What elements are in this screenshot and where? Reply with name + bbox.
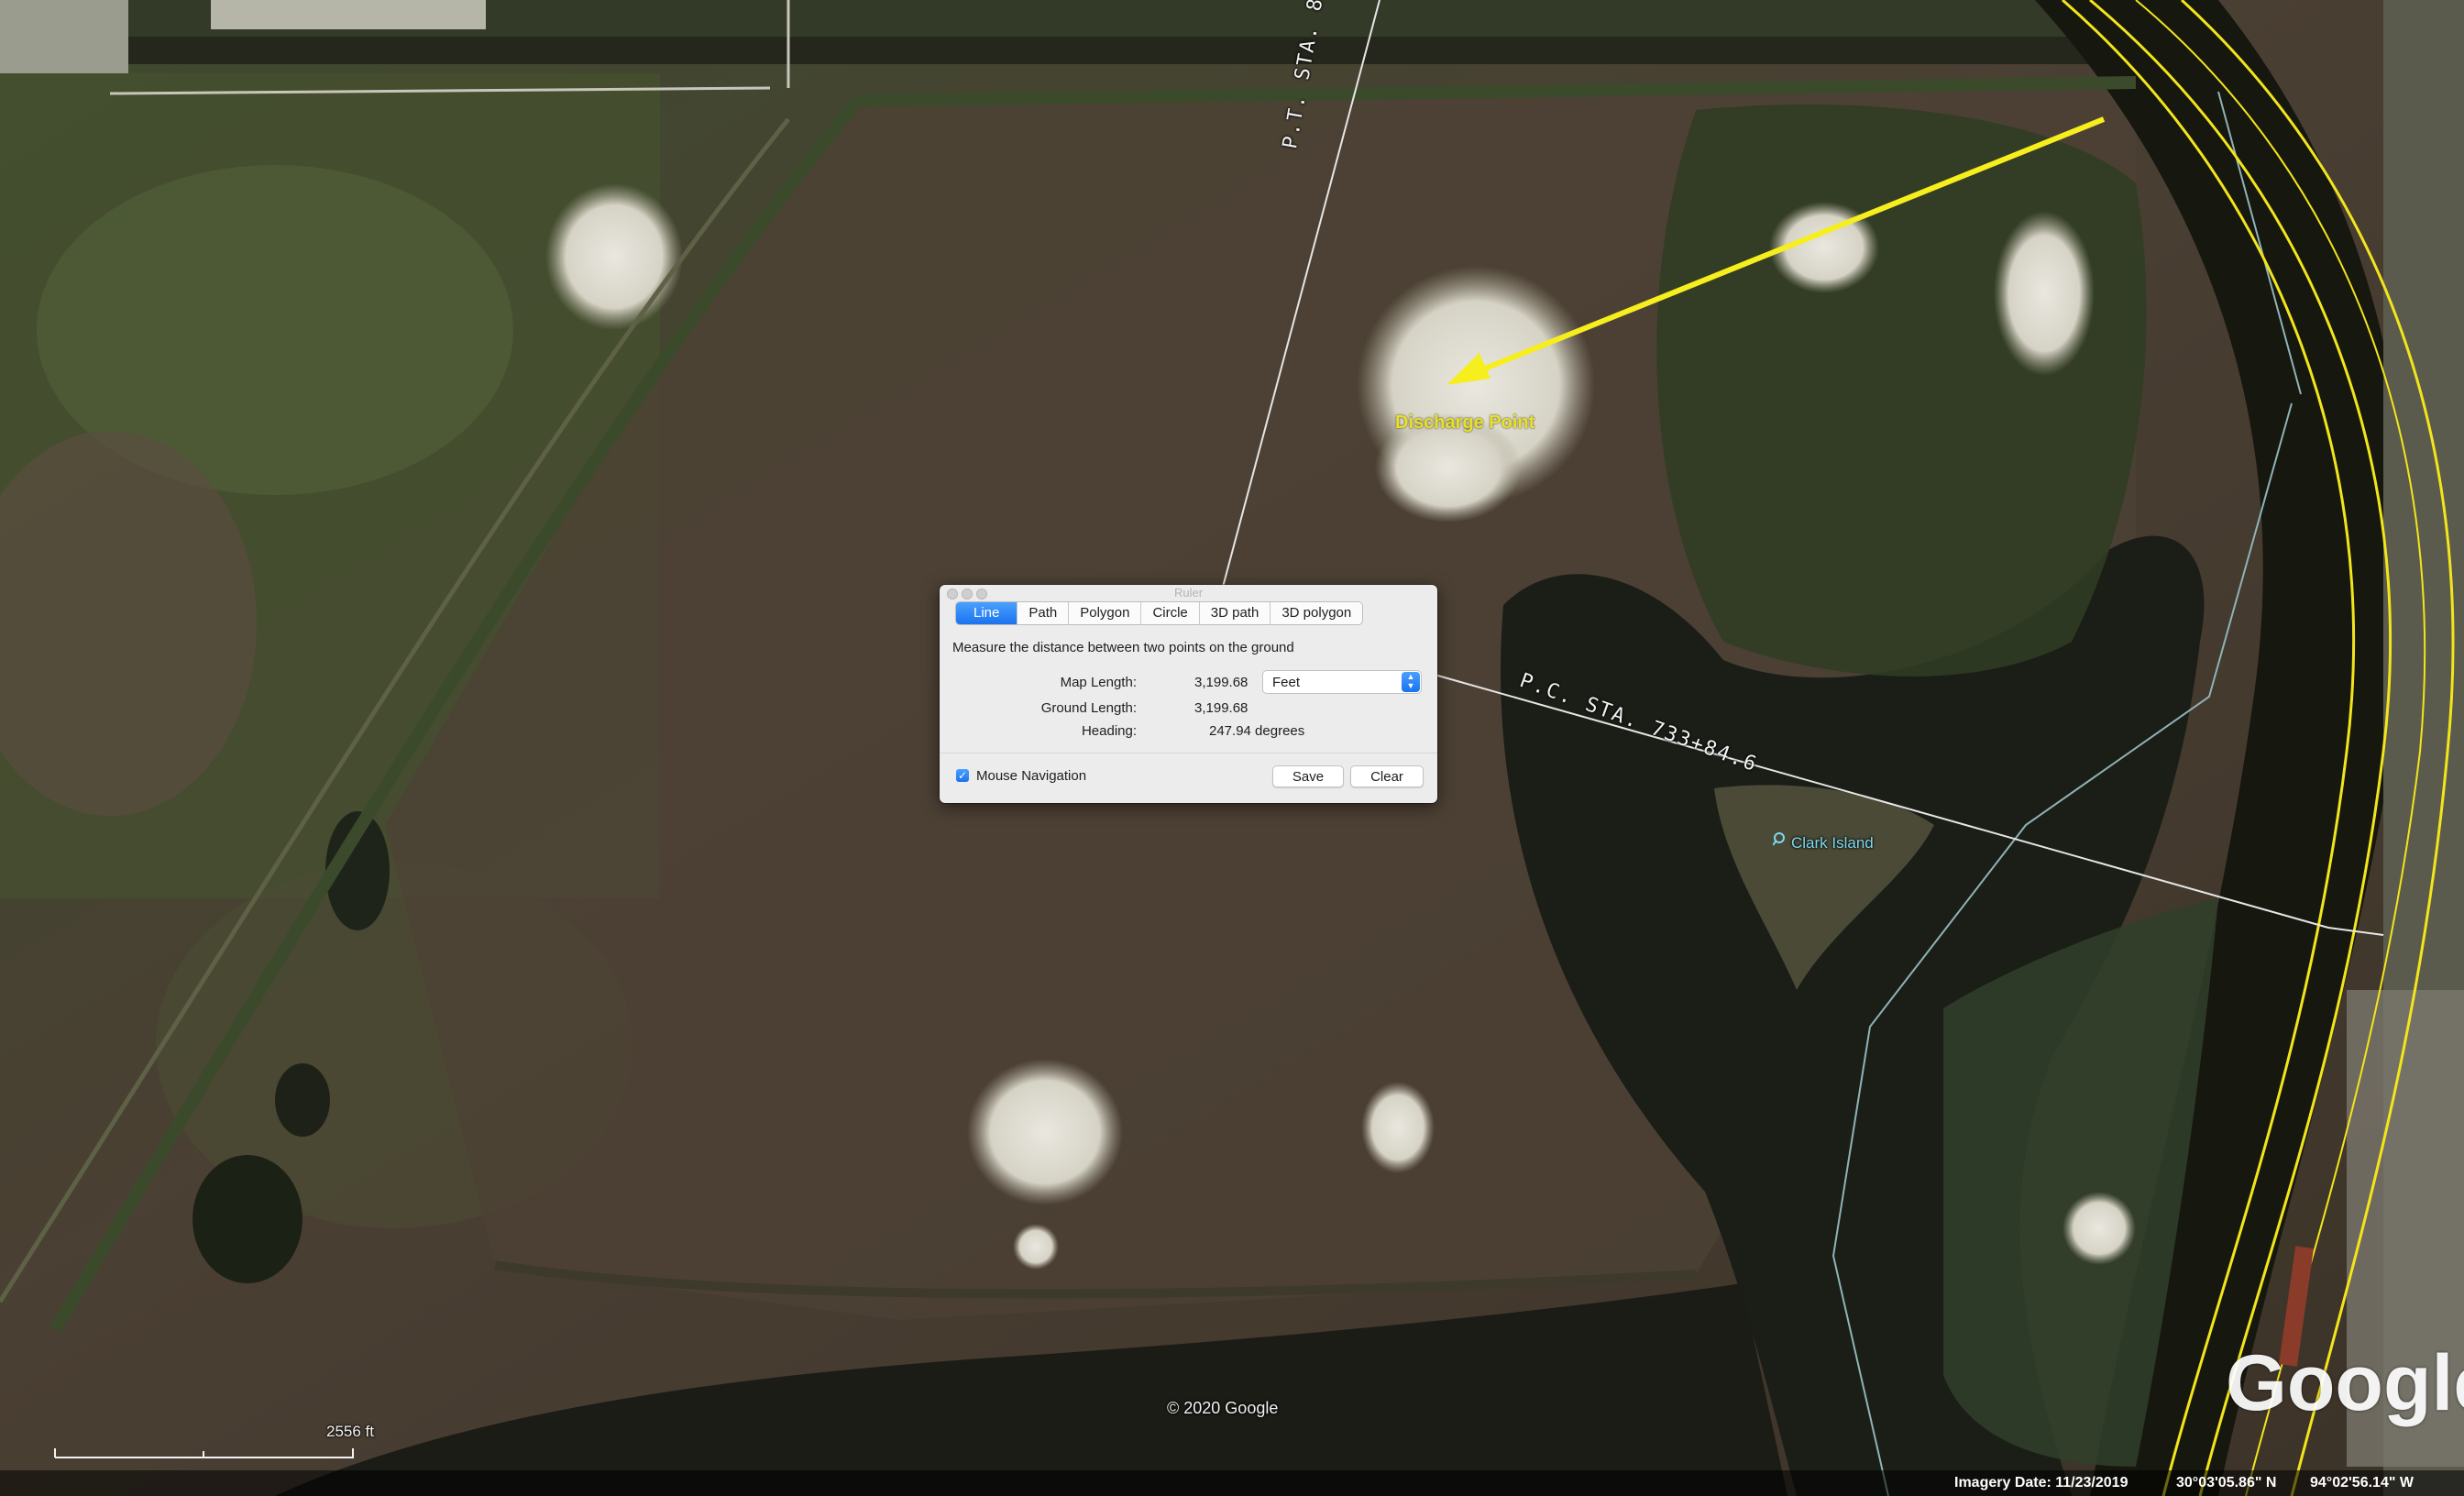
measure-line	[2327, 927, 2384, 936]
save-button[interactable]: Save	[1272, 765, 1344, 787]
discharge-point-label: Discharge Point	[1395, 412, 1535, 433]
pc-station-line	[1434, 674, 2329, 929]
unit-select[interactable]: Feet ▲▼	[1262, 670, 1422, 694]
vegetation	[1656, 104, 2147, 676]
ground-length-value: 3,199.68	[1194, 700, 1248, 716]
ruler-title: Ruler	[1173, 586, 1204, 600]
scale-label: 2556 ft	[326, 1423, 374, 1440]
pond	[325, 811, 390, 930]
mouse-navigation-label[interactable]: Mouse Navigation	[976, 768, 1087, 784]
levee	[49, 96, 863, 1333]
river-channel	[2035, 0, 2408, 1496]
bottom-canal	[275, 1283, 1788, 1496]
scale-bar	[54, 1448, 354, 1458]
latitude-readout: 30°03'05.86" N	[2176, 1475, 2277, 1490]
channel-boundary	[1832, 402, 2293, 1496]
channel-line	[2180, 0, 2455, 1496]
sand-pile	[1375, 412, 1522, 522]
clark-island	[1714, 785, 1934, 990]
ruler-description: Measure the distance between two points …	[952, 640, 1294, 655]
imagery-date: Imagery Date: 11/23/2019	[1954, 1475, 2128, 1490]
clark-island-label[interactable]: Clark Island	[1791, 834, 1874, 852]
channel-boundary	[2217, 91, 2302, 395]
pond	[192, 1155, 302, 1283]
status-bar: Imagery Date: 11/23/2019 30°03'05.86" N …	[0, 1470, 2464, 1496]
copyright-label: © 2020 Google	[1167, 1399, 1279, 1417]
industrial-site	[211, 0, 486, 29]
sand-pile	[1994, 211, 2095, 376]
tab-line[interactable]: Line	[956, 602, 1018, 624]
sand-pile	[545, 183, 683, 330]
levee	[0, 117, 790, 1304]
sand-pile	[1361, 1082, 1435, 1173]
discharge-arrow	[1483, 116, 2106, 371]
tab-circle[interactable]: Circle	[1140, 602, 1198, 624]
top-canal	[0, 37, 2136, 64]
sand-pile	[1013, 1224, 1059, 1270]
minimize-window-button[interactable]	[962, 588, 973, 600]
sand-pile	[1769, 202, 1879, 293]
sand-pile	[967, 1059, 1123, 1205]
levee-road	[109, 86, 771, 95]
channel-line	[2062, 0, 2356, 1496]
ground-length-label: Ground Length:	[1040, 700, 1137, 716]
ruler-dialog: Ruler Line Path Polygon Circle 3D path 3…	[940, 585, 1437, 803]
place-marker-icon[interactable]	[1773, 831, 1788, 846]
tab-3d-path[interactable]: 3D path	[1198, 602, 1270, 624]
heading-label: Heading:	[1081, 723, 1137, 739]
levee	[494, 1260, 1697, 1299]
vegetation	[1943, 898, 2218, 1467]
map-length-value: 3,199.68	[1194, 675, 1248, 690]
longitude-readout: 94°02'56.14" W	[2310, 1475, 2414, 1490]
map-length-label: Map Length:	[1060, 675, 1137, 690]
clear-button[interactable]: Clear	[1350, 765, 1424, 787]
marsh-patch	[0, 431, 257, 816]
updown-chevron-icon: ▲▼	[1402, 672, 1420, 692]
ruler-tabs: Line Path Polygon Circle 3D path 3D poly…	[955, 601, 1364, 625]
sand-pile	[2062, 1192, 2136, 1265]
ship	[2279, 1246, 2314, 1367]
ruler-titlebar[interactable]: Ruler	[940, 585, 1437, 601]
pond	[275, 1063, 330, 1137]
unit-select-value: Feet	[1272, 675, 1301, 690]
industrial-site	[0, 0, 128, 73]
tab-path[interactable]: Path	[1017, 602, 1068, 624]
discharge-arrowhead	[1446, 353, 1490, 385]
tab-3d-polygon[interactable]: 3D polygon	[1270, 602, 1362, 624]
google-logo: Google	[2226, 1339, 2464, 1427]
divider	[940, 753, 1437, 754]
marsh-patch	[37, 165, 513, 495]
mouse-navigation-checkbox[interactable]: ✓	[956, 769, 969, 782]
river	[1500, 535, 2205, 1496]
heading-value: 247.94 degrees	[1209, 723, 1305, 739]
zoom-window-button[interactable]	[976, 588, 987, 600]
tab-polygon[interactable]: Polygon	[1068, 602, 1140, 624]
close-window-button[interactable]	[947, 588, 958, 600]
levee	[856, 76, 2137, 107]
pt-station-line	[1221, 0, 1380, 591]
channel-line	[2089, 0, 2392, 1496]
